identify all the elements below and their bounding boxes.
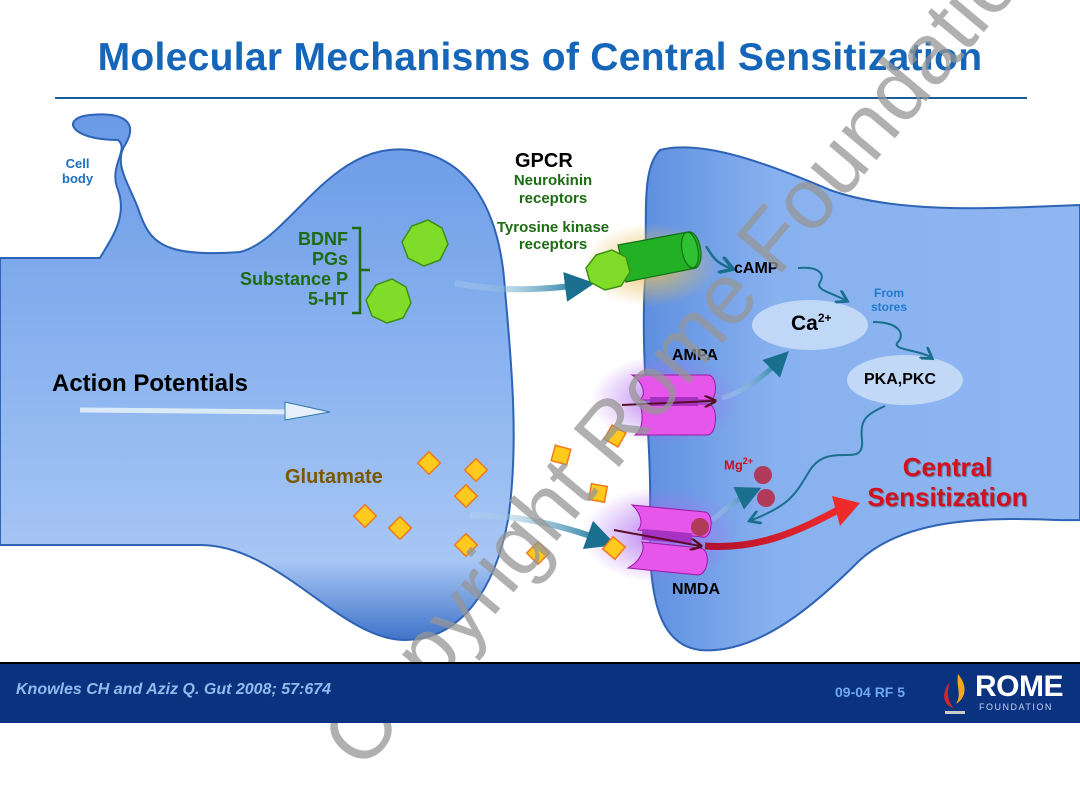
citation: Knowles CH and Aziz Q. Gut 2008; 57:674 — [16, 681, 332, 698]
calcium-symbol: Ca — [791, 312, 818, 335]
from-stores-line2: stores — [870, 300, 908, 314]
mg-ion — [754, 466, 772, 484]
action-potentials-label: Action Potentials — [52, 370, 249, 397]
glutamate-molecules — [352, 424, 627, 566]
mediator-vesicle — [365, 278, 412, 324]
nmda-label: NMDA — [672, 581, 720, 598]
glutamate-label: Glutamate — [285, 466, 383, 488]
glutamate-release-arrow — [469, 512, 617, 550]
calcium-charge: 2+ — [817, 311, 832, 325]
diagram-canvas — [0, 113, 1080, 652]
outcome-line1: Central — [902, 452, 993, 482]
pka-pkc-label: PKA,PKC — [864, 371, 937, 388]
calcium-label: Ca2+ — [791, 311, 832, 336]
mediator-5ht: 5-HT — [308, 289, 348, 309]
glutamate-molecule — [587, 482, 609, 504]
cell-body-label-line1: Cell — [65, 156, 90, 171]
neurokinin-label-line2: receptors — [518, 190, 588, 207]
glutamate-molecule — [603, 424, 627, 448]
mediator-bracket — [352, 226, 370, 315]
sensitization-arrowhead — [832, 496, 860, 526]
tyrosine-label-line1: Tyrosine kinase — [496, 219, 610, 236]
cell-body-label: Cell body — [62, 156, 93, 186]
calcium-node — [752, 300, 868, 350]
mediator-substance-p: Substance P — [239, 269, 348, 289]
logo-wordmark: ROME — [975, 670, 1064, 703]
mediator-list: BDNF PGs Substance P 5-HT — [200, 229, 348, 309]
central-sensitization-label: Central Sensitization — [845, 452, 1050, 512]
from-stores-line1: From — [874, 286, 904, 300]
sensitization-arrow — [704, 506, 840, 551]
magnesium-symbol: Mg — [724, 457, 743, 473]
outcome-line2: Sensitization — [867, 482, 1028, 512]
mg-ion — [757, 489, 775, 507]
rome-flame-logo-icon — [944, 674, 965, 714]
from-stores-label: From stores — [862, 286, 916, 314]
glutamate-molecule — [525, 540, 551, 566]
camp-to-calcium-arrow — [797, 266, 845, 300]
gpcr-label: GPCR — [515, 150, 573, 172]
glutamate-molecule — [387, 515, 413, 541]
mg-block-ion — [691, 518, 709, 536]
kinase-node — [847, 355, 963, 405]
cell-body-label-line2: body — [62, 171, 94, 186]
glutamate-molecule — [601, 535, 627, 561]
glutamate-molecule — [550, 444, 572, 466]
glutamate-molecule — [453, 532, 479, 558]
ampa-to-calcium-arrow — [721, 351, 789, 401]
title-divider — [55, 97, 1027, 99]
action-potential-arrow — [79, 407, 301, 415]
tyrosine-label-line2: receptors — [518, 236, 588, 253]
glutamate-molecule — [453, 483, 479, 509]
magnesium-label: Mg2+ — [724, 456, 753, 472]
mg-release-arrow — [710, 486, 762, 522]
ampa-label: AMPA — [672, 347, 718, 364]
mediator-release-arrow — [454, 271, 595, 302]
glutamate-molecule — [416, 450, 442, 476]
tyrosine-kinase-label: Tyrosine kinase receptors — [478, 219, 628, 253]
action-potential-arrowhead — [284, 401, 331, 421]
footer-bar: Knowles CH and Aziz Q. Gut 2008; 57:674 … — [0, 662, 1080, 723]
ampa-ion-flow — [621, 401, 714, 405]
mediator-pgs: PGs — [311, 249, 348, 269]
bound-ligand — [585, 249, 631, 291]
kinase-to-nmda-arrow — [752, 405, 886, 520]
magnesium-charge: 2+ — [742, 456, 754, 466]
slide-title: Molecular Mechanisms of Central Sensitiz… — [97, 36, 983, 79]
mediator-bdnf: BDNF — [298, 229, 348, 249]
camp-arrow — [704, 245, 730, 268]
neurokinin-label: Neurokinin receptors — [498, 172, 608, 208]
glutamate-molecule — [463, 457, 489, 483]
mediator-vesicle — [401, 219, 449, 267]
neurokinin-label-line1: Neurokinin — [513, 172, 593, 189]
camp-label: cAMP — [734, 260, 779, 277]
logo-subtitle: FOUNDATION — [979, 702, 1053, 712]
glutamate-molecule — [352, 503, 378, 529]
presynaptic-terminal — [0, 113, 515, 642]
slide-id: 09-04 RF 5 — [835, 684, 906, 700]
nmda-ion-flow — [613, 529, 700, 546]
calcium-to-kinase-arrow — [872, 321, 930, 357]
gpcr-receptor — [617, 231, 702, 283]
